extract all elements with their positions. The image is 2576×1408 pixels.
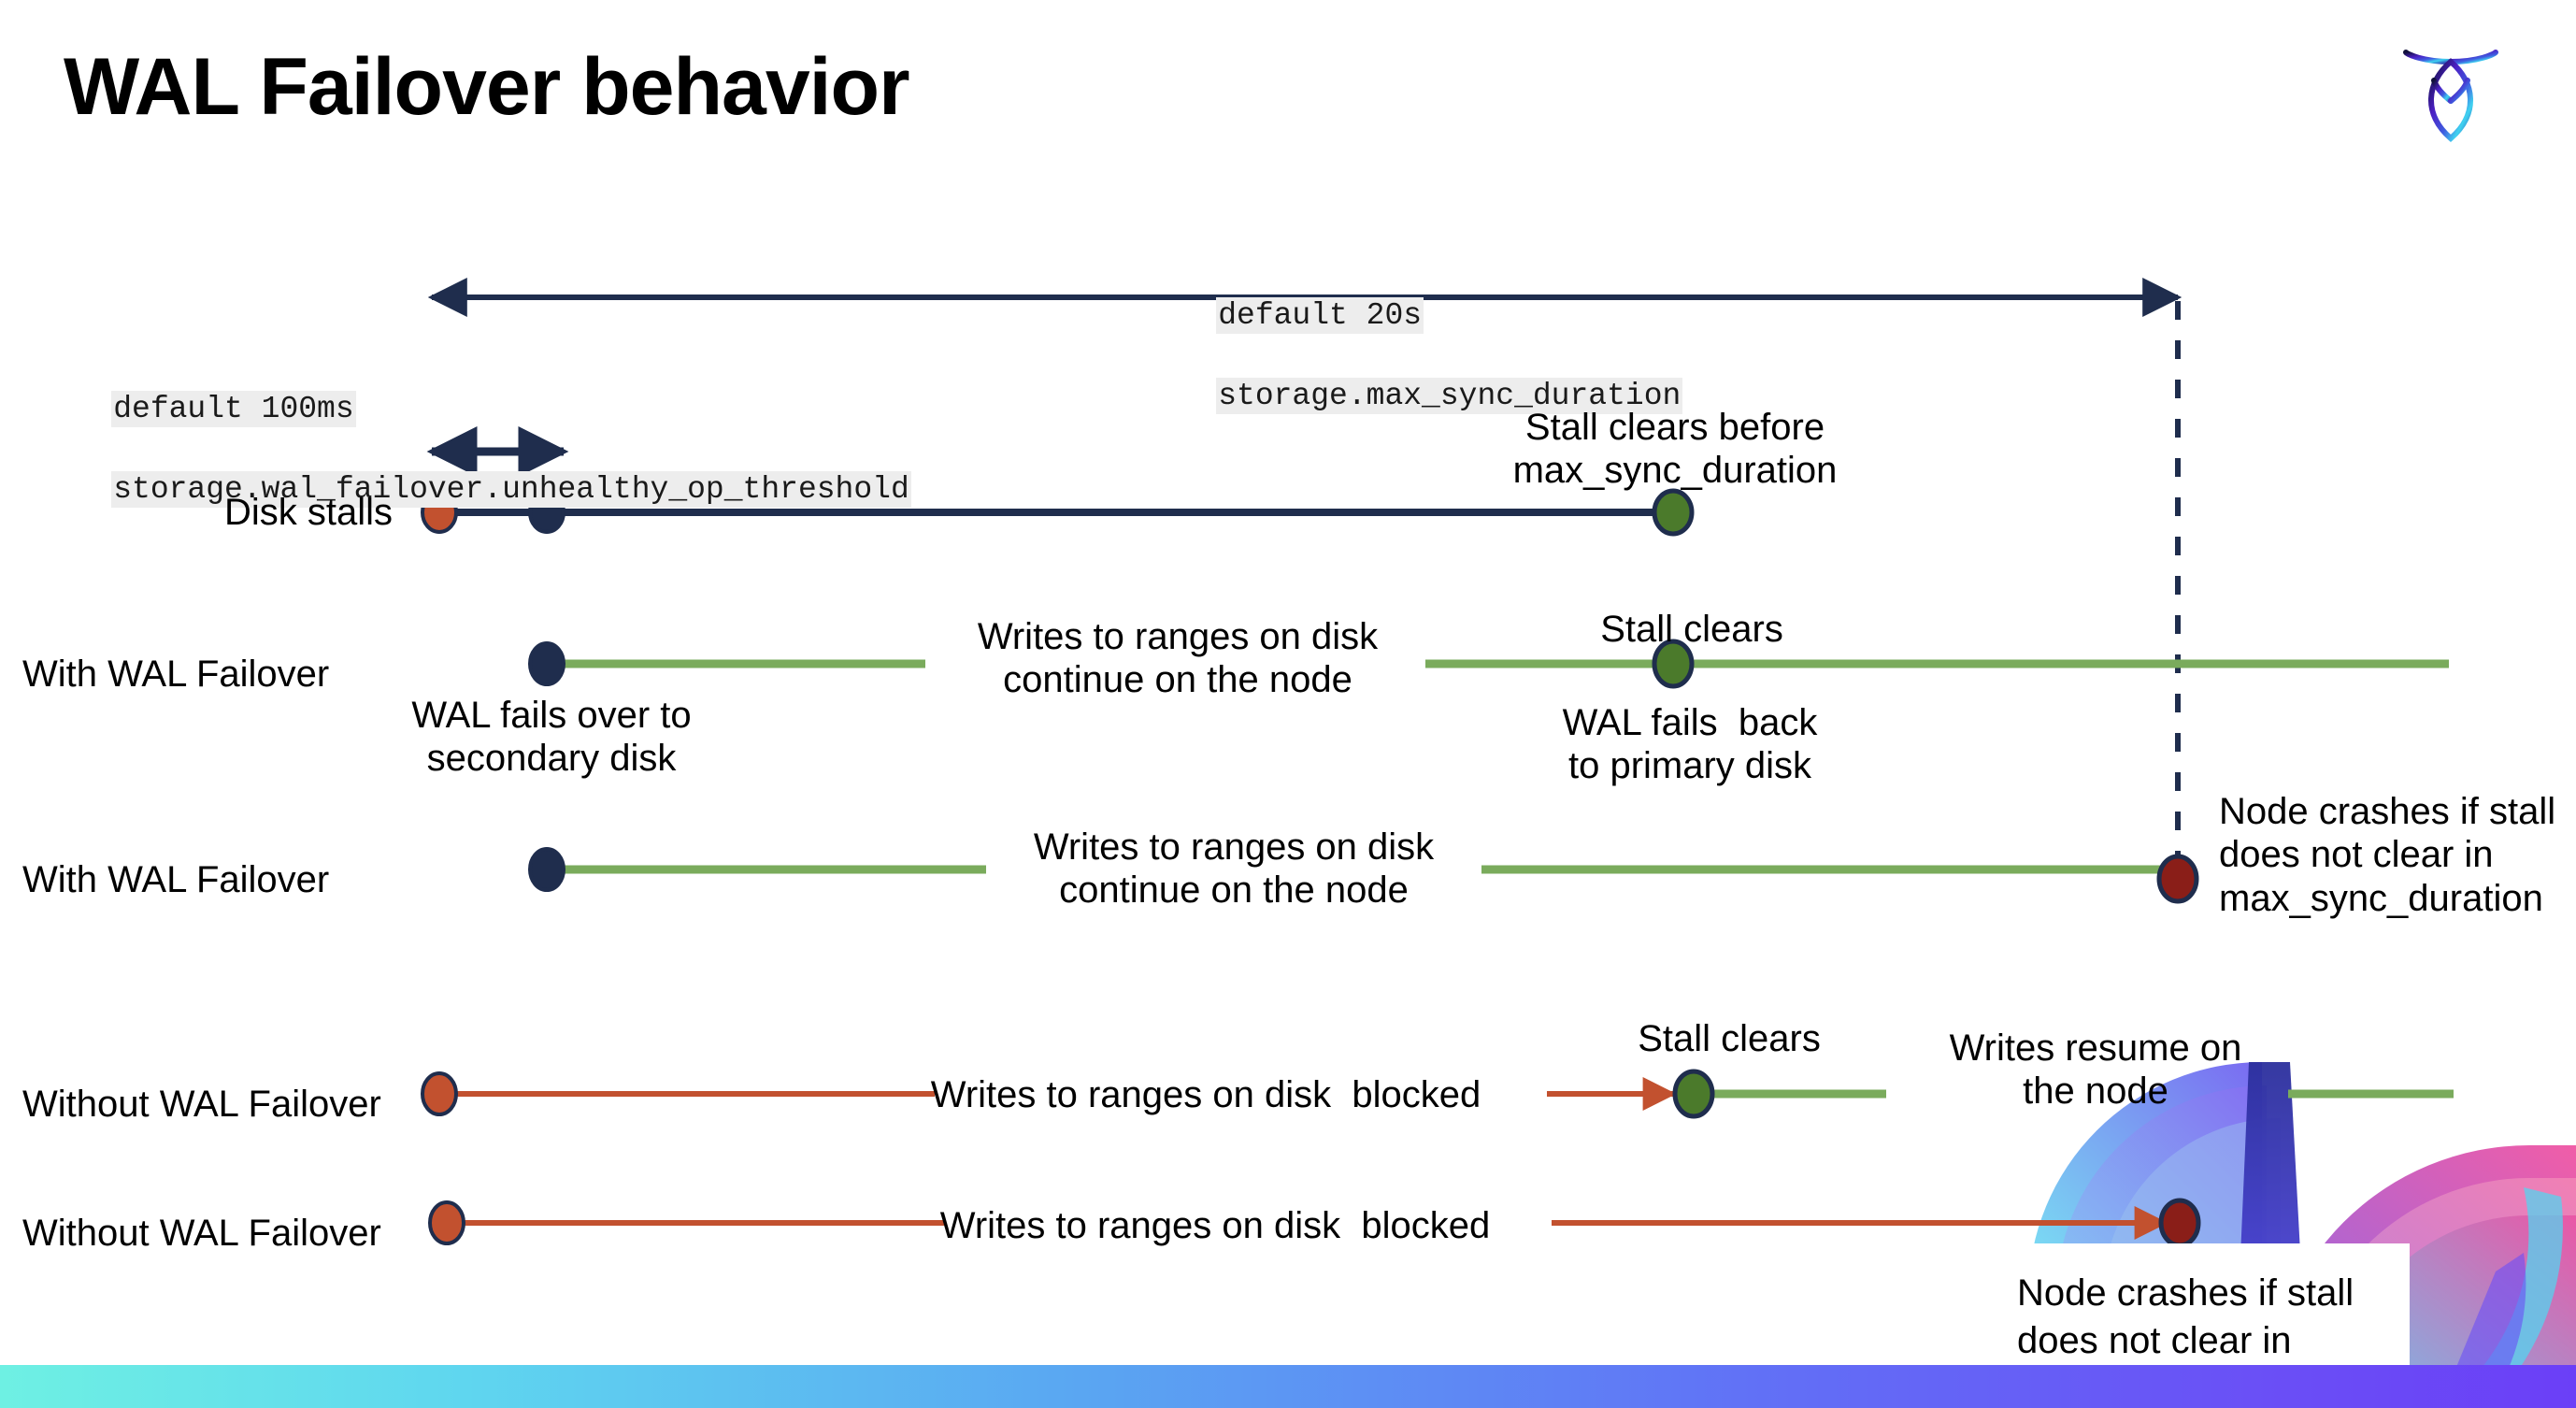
note-writes-blocked-1: Writes to ranges on disk blocked [930, 1074, 1481, 1115]
without-failover-2-crash-dot [2158, 1198, 2201, 1248]
note-writes-continue-1: Writes to ranges on disk continue on the… [977, 616, 1379, 701]
page-title: WAL Failover behavior [64, 42, 910, 132]
note-writes-resume: Writes resume on the node [1949, 1027, 2242, 1113]
row-label-with-wal-failover-1: With WAL Failover [22, 654, 330, 695]
with-failover-1-stall-clears-dot [1652, 639, 1695, 689]
without-failover-1-start-dot [421, 1071, 458, 1116]
with-failover-2-crash-dot [2156, 854, 2199, 904]
without-failover-1-stall-clears-dot [1672, 1069, 1715, 1119]
note-writes-continue-2: Writes to ranges on disk continue on the… [1033, 826, 1435, 912]
max-sync-duration-setting: default 20s storage.max_sync_duration [1142, 256, 1683, 456]
disk-stall-clears-dot [1652, 488, 1695, 537]
with-failover-1-start-dot [528, 641, 565, 686]
unhealthy-op-threshold-setting: default 100ms storage.wal_failover.unhea… [37, 350, 911, 550]
without-failover-2-start-dot [428, 1200, 465, 1245]
note-stall-clears-2: Stall clears [1638, 1018, 1821, 1059]
bottom-gradient-bar [0, 1365, 2576, 1408]
unhealthy-op-threshold-default: default 100ms [111, 390, 356, 427]
unhealthy-op-threshold-name: storage.wal_failover.unhealthy_op_thresh… [111, 470, 911, 508]
cockroachdb-logo-icon [2385, 28, 2516, 159]
row-label-disk-stalls: Disk stalls [223, 492, 393, 533]
row-label-with-wal-failover-2: With WAL Failover [22, 859, 330, 900]
note-stall-clears-1: Stall clears [1600, 609, 1783, 650]
row-label-without-wal-failover-1: Without WAL Failover [22, 1084, 381, 1125]
note-node-crashes-1: Node crashes if stall does not clear in … [2219, 791, 2556, 919]
note-disk-stall-clears: Stall clears before max_sync_duration [1512, 407, 1838, 492]
with-failover-2-start-dot [528, 847, 565, 892]
max-sync-duration-name: storage.max_sync_duration [1216, 377, 1683, 414]
note-wal-fails-over: WAL fails over to secondary disk [411, 695, 692, 780]
row-label-without-wal-failover-2: Without WAL Failover [22, 1213, 381, 1254]
max-sync-duration-default: default 20s [1216, 296, 1424, 334]
note-wal-fails-back: WAL fails back to primary disk [1562, 702, 1818, 787]
note-writes-blocked-2: Writes to ranges on disk blocked [939, 1205, 1491, 1246]
